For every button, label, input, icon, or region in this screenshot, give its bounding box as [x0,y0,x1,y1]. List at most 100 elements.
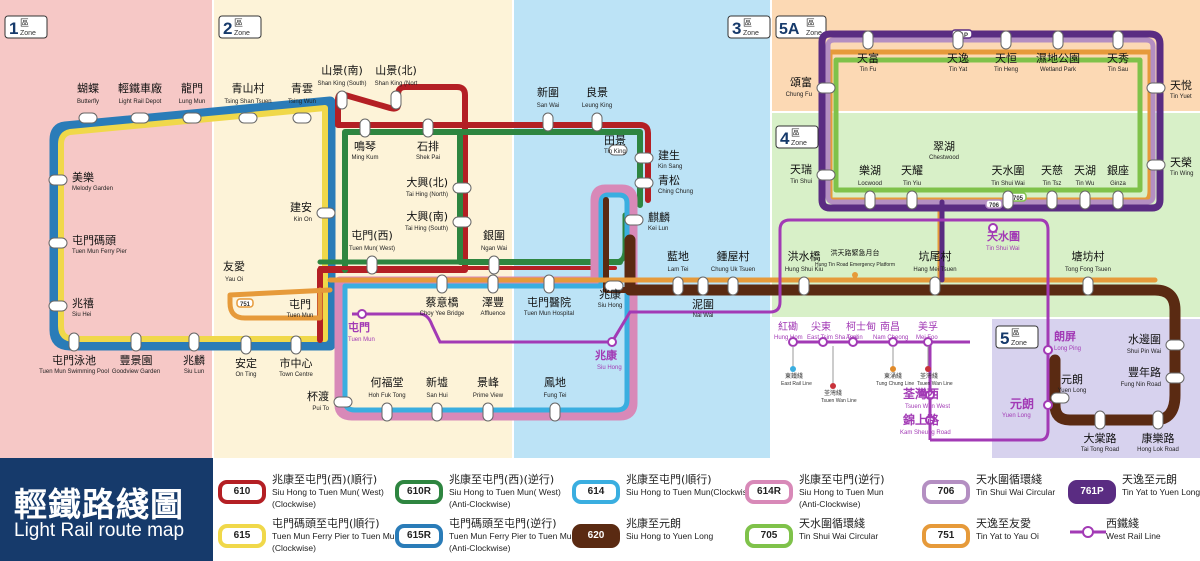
legend-route-en: Tin Yat to Yuen Long [1122,487,1200,497]
station-marker [1146,82,1166,94]
svg-text:Austin: Austin [846,335,863,341]
station-marker [366,255,378,275]
station-name-zh: 天湖 [1074,164,1096,177]
station-marker [608,144,628,156]
station-marker [591,112,603,132]
station-taihingn[interactable]: 大興(北)Tai Hing (North) [406,175,472,198]
station-name-en: Tin Wing [1170,171,1193,177]
station-marker [1052,30,1064,50]
svg-text:區: 區 [20,18,29,28]
route-badge: 751 [922,524,970,548]
station-name-zh: 大棠路 [1084,431,1117,445]
station-name-zh: 新圍 [537,85,559,99]
station-name-zh: 天水圍 [992,164,1025,177]
station-name-zh: 水邊圍 [1128,332,1161,346]
legend-route-direction: (Anti-Clockwise) [449,499,511,509]
station-tuenmunwest[interactable]: 屯門(西)Tuen Mun( West) [349,229,395,275]
map-title-en: Light Rail route map [14,520,185,541]
station-taihings[interactable]: 大興(南)Tai Hing (South) [405,209,472,232]
station-shankingn[interactable]: 山景(北)Shan King (Nort [375,64,418,110]
station-name-en: Tin Shui Wai [991,181,1025,187]
zone-1-area [0,0,213,458]
station-marker [549,402,561,422]
station-onting[interactable]: 安定 On Ting [235,335,257,378]
station-name-en: On Ting [235,372,256,378]
station-name-zh: 安定 [235,356,257,370]
station-name-zh: 翠湖 [933,140,955,153]
station-tinshuiwai[interactable]: 天水圍 Tin Shui Wai [991,164,1025,210]
station-name-zh: 龍門 [181,81,203,95]
station-name-zh: 坑尾村 [919,249,952,263]
station-name-en: Goodview Garden [112,369,160,375]
legend-route-zh: 兆康至屯門(西)(順行) [272,473,378,486]
station-marker [862,30,874,50]
station-name-en: Tai Hing (South) [405,226,448,232]
station-name-en: Shan King (Nort [375,81,418,87]
station-shankings[interactable]: 山景(南)Shan King (South) [317,64,367,110]
station-name-zh: 屯門(西) [351,229,393,242]
station-name-zh: 鳴琴 [354,139,376,153]
station-marker [624,214,644,226]
